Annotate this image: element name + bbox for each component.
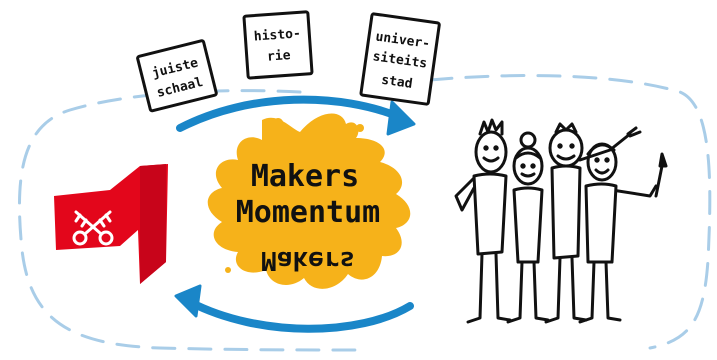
person-1 [454, 118, 512, 324]
bottom-arrow [174, 284, 414, 333]
person-3 [544, 122, 642, 324]
center-title-line2: Momentum [236, 195, 381, 230]
dashed-loop [17, 74, 712, 352]
keys-icon [72, 210, 114, 246]
card-universiteitsstad: univer- siteits stad [359, 12, 441, 106]
yellow-splash [207, 113, 411, 289]
card-label-line3: stad [380, 73, 413, 92]
card-label-line1: histo- [253, 26, 301, 44]
center-title-line3-mirrored: Makers [261, 245, 355, 275]
center-title-line1: Makers [251, 159, 359, 194]
people-group-icon [454, 118, 668, 324]
person-4 [578, 142, 668, 324]
leuven-logo-icon [54, 164, 168, 284]
person-2 [506, 131, 550, 324]
top-arrow [176, 95, 416, 136]
paintbrush-icon [654, 152, 668, 198]
card-juiste-schaal: juiste schaal [136, 39, 218, 113]
card-historie: histo- rie [242, 10, 314, 80]
card-label-line2: rie [267, 48, 292, 65]
